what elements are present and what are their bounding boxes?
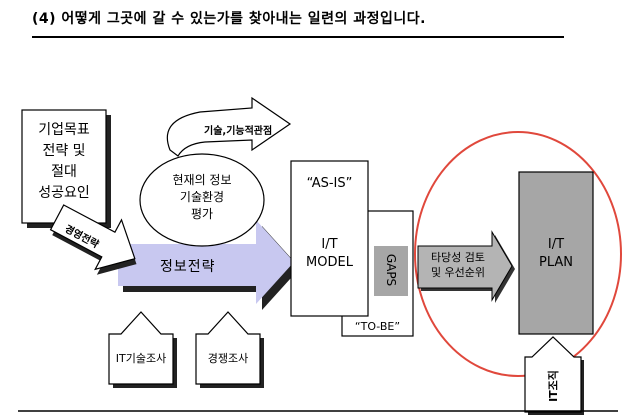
it-org-arrow bbox=[524, 336, 584, 415]
review-line-1: 타당성 검토 bbox=[430, 251, 486, 264]
goals-line-2: 전략 및 bbox=[42, 143, 86, 159]
plan-highlight-ellipse bbox=[414, 131, 622, 377]
review-arrow bbox=[417, 230, 515, 303]
assessment-circle-text: 현재의 정보 기술환경 평가 bbox=[142, 172, 262, 223]
asis-title: “AS-IS” bbox=[306, 176, 353, 191]
tobe-label: “TO-BE” bbox=[354, 320, 401, 333]
asis-box bbox=[290, 160, 369, 317]
goals-box-text: 기업목표 전략 및 절대 성공요인 bbox=[22, 120, 106, 204]
it-research-label: IT기술조사 bbox=[115, 352, 167, 365]
goals-line-3: 절대 bbox=[51, 164, 77, 180]
business-strategy-arrow bbox=[49, 204, 136, 271]
goals-line-1: 기업목표 bbox=[38, 122, 90, 138]
assessment-circle bbox=[139, 153, 265, 247]
review-line-2: 및 우선순위 bbox=[430, 266, 486, 279]
plan-line-2: PLAN bbox=[539, 255, 573, 270]
competition-research-label: 경쟁조사 bbox=[207, 352, 249, 365]
page-heading: (4) 어떻게 그곳에 갈 수 있는가를 찾아내는 일련의 과정입니다. bbox=[32, 11, 426, 27]
assessment-line-2: 기술환경 bbox=[179, 190, 225, 204]
asis-line-1: I/T bbox=[321, 237, 338, 252]
asis-model-text: I/T MODEL bbox=[291, 236, 368, 272]
assessment-line-3: 평가 bbox=[190, 207, 214, 221]
competition-research-arrow bbox=[195, 311, 264, 388]
gaps-label: GAPS bbox=[384, 253, 398, 287]
heading-underline bbox=[32, 36, 564, 38]
asis-line-2: MODEL bbox=[306, 255, 353, 270]
goals-line-4: 성공요인 bbox=[38, 185, 90, 201]
goals-box bbox=[21, 109, 107, 224]
curved-perspective-arrow bbox=[166, 96, 292, 157]
it-org-label: IT조직 bbox=[547, 370, 560, 402]
assessment-line-1: 현재의 정보 bbox=[172, 173, 232, 187]
plan-line-1: I/T bbox=[547, 237, 565, 252]
info-strategy-label: 정보전략 bbox=[160, 259, 216, 275]
curved-arrow-label: 기술,기능적관점 bbox=[204, 126, 273, 137]
it-research-arrow bbox=[108, 311, 177, 388]
info-strategy-arrow bbox=[118, 220, 294, 304]
review-arrow-text: 타당성 검토 및 우선순위 bbox=[418, 250, 498, 280]
plan-box bbox=[518, 171, 594, 335]
plan-box-text: I/T PLAN bbox=[519, 236, 593, 272]
gaps-box bbox=[374, 246, 408, 296]
